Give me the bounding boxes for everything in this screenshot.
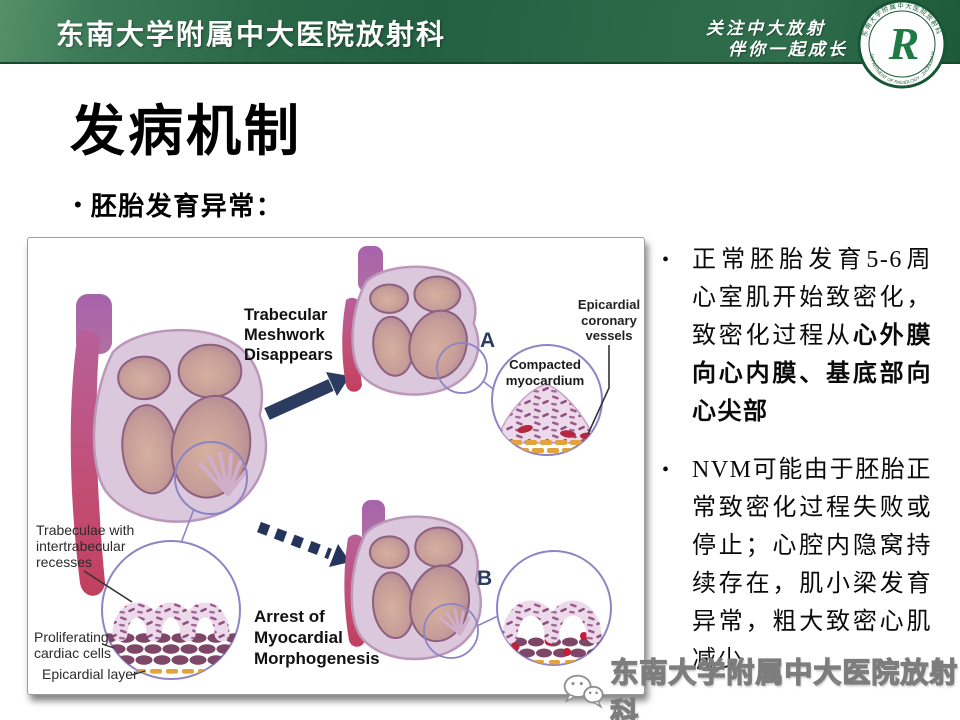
label-epicardial-layer: Epicardial layer xyxy=(42,666,138,682)
svg-text:Trabecular: Trabecular xyxy=(244,306,328,324)
apex-magnifier-ring-b xyxy=(423,603,479,659)
svg-text:recesses: recesses xyxy=(36,554,92,570)
pulmonary-vessel xyxy=(70,329,105,596)
inset-persistent-trabeculae xyxy=(496,550,612,666)
wechat-icon xyxy=(563,674,604,709)
apex-magnifier-ring-a xyxy=(436,342,488,394)
arrow-compaction xyxy=(264,372,350,420)
trabeculae-spikes xyxy=(198,451,248,496)
svg-text:Meshwork: Meshwork xyxy=(244,326,326,344)
svg-text:myocardium: myocardium xyxy=(506,373,584,388)
list-item: • NVM可能由于胚胎正常致密化过程失败或停止；心腔内隐窝持续存在，肌小梁发育异… xyxy=(662,451,958,679)
label-letter-a: A xyxy=(480,329,495,352)
inset-compacted-myocardium: Compacted myocardium xyxy=(491,344,603,456)
bullet-icon: • xyxy=(74,191,82,217)
section-heading: • 胚胎发育异常： xyxy=(74,186,283,223)
pointer-proliferating xyxy=(101,643,115,649)
svg-text:Myocardial: Myocardial xyxy=(254,628,343,647)
slogan-line-1: 关注中大放射 xyxy=(706,19,826,38)
slogan-line-2: 伴你一起成长 xyxy=(728,40,848,59)
epicardial-dash-row xyxy=(134,669,210,674)
svg-text:Trabeculae with: Trabeculae with xyxy=(36,522,134,538)
footer-text: 东南大学附属中大医院放射科 xyxy=(610,656,959,720)
pointer-epicardial-layer xyxy=(131,670,146,676)
hospital-title: 东南大学附属中大医院放射科 xyxy=(56,20,447,51)
label-arrest: Arrest of Myocardial Morphogenesis xyxy=(254,607,380,668)
trabecular-arches-b xyxy=(502,600,602,644)
magnifier-connector-a xyxy=(482,380,494,390)
bullet-icon: • xyxy=(662,249,670,271)
bullet-1-normal: 正常胚胎发育5-6周心室肌开始致密化，致密化过程从 xyxy=(692,247,932,349)
svg-text:intertrabecular: intertrabecular xyxy=(36,538,126,554)
logo-inner-ring xyxy=(868,10,936,78)
heart-development-diagram: Trabecular Meshwork Disappears A xyxy=(34,246,640,682)
bullet-icon: • xyxy=(662,459,670,481)
svg-text:coronary: coronary xyxy=(581,313,637,328)
svg-text:cardiac cells: cardiac cells xyxy=(34,645,111,661)
magnifier-connector xyxy=(180,508,195,544)
list-item: • 正常胚胎发育5-6周心室肌开始致密化，致密化过程从心外膜向心内膜、基底部向心… xyxy=(662,241,958,431)
label-epicardial-vessels: Epicardial coronary vessels xyxy=(578,297,640,343)
heart-a-compacted xyxy=(342,246,494,396)
logo-letter: R xyxy=(888,18,920,69)
pointer-recesses xyxy=(83,570,133,603)
figure-panel: Trabecular Meshwork Disappears A xyxy=(27,237,645,695)
label-trabeculae-recesses: Trabeculae with intertrabecular recesses xyxy=(36,522,134,570)
bullet-1-bold: 心外膜向心内膜、基底部向心尖部 xyxy=(692,323,932,425)
header-banner: 东南大学附属中大医院放射科 关注中大放射 伴你一起成长 xyxy=(0,0,960,64)
logo-outer-ring xyxy=(857,0,947,89)
trabecular-arches xyxy=(112,602,230,642)
footer-watermark: 东南大学附属中大医院放射科 xyxy=(560,651,960,720)
svg-text:vessels: vessels xyxy=(586,328,633,343)
svg-text:Arrest of: Arrest of xyxy=(254,607,325,626)
page-title: 发病机制 xyxy=(70,100,303,162)
svg-text:Compacted: Compacted xyxy=(509,357,581,372)
bullet-list: • 正常胚胎发育5-6周心室肌开始致密化，致密化过程从心外膜向心内膜、基底部向心… xyxy=(662,241,958,679)
bullet-2-normal: NVM可能由于胚胎正常致密化过程失败或停止；心腔内隐窝持续存在，肌小梁发育异常，… xyxy=(692,457,932,673)
svg-text:Morphogenesis: Morphogenesis xyxy=(254,649,380,668)
label-trabecular-meshwork: Trabecular Meshwork Disappears xyxy=(244,306,333,364)
bullet-text-2: NVM可能由于胚胎正常致密化过程失败或停止；心腔内隐窝持续存在，肌小梁发育异常，… xyxy=(692,451,932,679)
svg-text:Proliferating: Proliferating xyxy=(34,629,109,645)
apex-magnifier-ring xyxy=(174,441,248,515)
label-compacted-myocardium: Compacted myocardium xyxy=(506,357,584,388)
embryonic-heart-large xyxy=(70,294,268,596)
trabeculae-spikes-b xyxy=(438,608,471,636)
svg-text:Disappears: Disappears xyxy=(244,346,333,364)
bullet-text-1: 正常胚胎发育5-6周心室肌开始致密化，致密化过程从心外膜向心内膜、基底部向心尖部 xyxy=(692,241,932,431)
magnifier-connector-b xyxy=(476,615,499,627)
section-heading-label: 胚胎发育异常： xyxy=(90,191,284,221)
label-proliferating-cells: Proliferating cardiac cells xyxy=(34,629,111,661)
radiology-logo: 东南大学附属中大医院放射科 DEPARTMENT OF RADIOLOGY · … xyxy=(854,0,948,90)
heart-b-noncompacted xyxy=(344,500,499,661)
pointer-epicardial-vessels xyxy=(587,345,610,435)
label-letter-b: B xyxy=(477,567,492,590)
arrow-arrest xyxy=(257,521,350,567)
inset-trabecular-meshwork xyxy=(101,540,241,680)
svg-text:Epicardial: Epicardial xyxy=(578,297,640,312)
